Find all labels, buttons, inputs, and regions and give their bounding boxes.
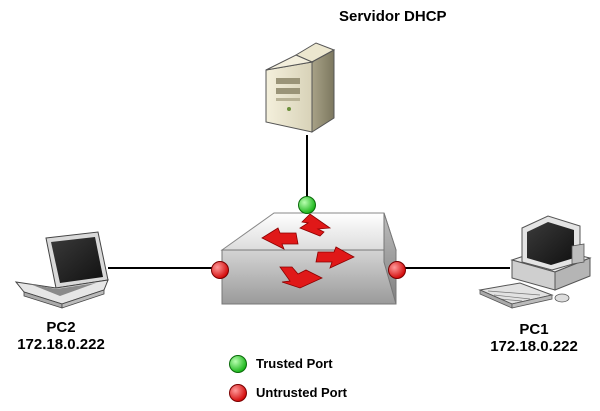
- laptop-icon: [14, 231, 109, 309]
- pc1-name: PC1: [519, 321, 549, 338]
- pc2-ip: 172.18.0.222: [17, 336, 105, 353]
- pc2-name: PC2: [46, 319, 76, 336]
- pc2-label: PC2 172.18.0.222: [6, 319, 116, 353]
- legend-trusted-marker: [229, 355, 247, 373]
- switch-arrows-icon: [261, 213, 355, 289]
- untrusted-port-pc1: [388, 261, 406, 279]
- switch-ports: [211, 196, 406, 279]
- trusted-port-server: [298, 196, 316, 214]
- legend-untrusted-label: Untrusted Port: [256, 385, 347, 400]
- network-switch-icon: [220, 212, 397, 305]
- connection-lines: [108, 135, 510, 269]
- pc1-label: PC1 172.18.0.222: [478, 321, 590, 355]
- untrusted-port-pc2: [211, 261, 229, 279]
- legend-trusted-label: Trusted Port: [256, 356, 333, 371]
- server-label: Servidor DHCP: [339, 8, 447, 25]
- server-tower-icon: [265, 42, 336, 133]
- pc1-ip: 172.18.0.222: [490, 338, 578, 355]
- legend-untrusted-marker: [229, 384, 247, 402]
- legend-markers: [229, 355, 247, 402]
- desktop-computer-icon: [478, 215, 592, 309]
